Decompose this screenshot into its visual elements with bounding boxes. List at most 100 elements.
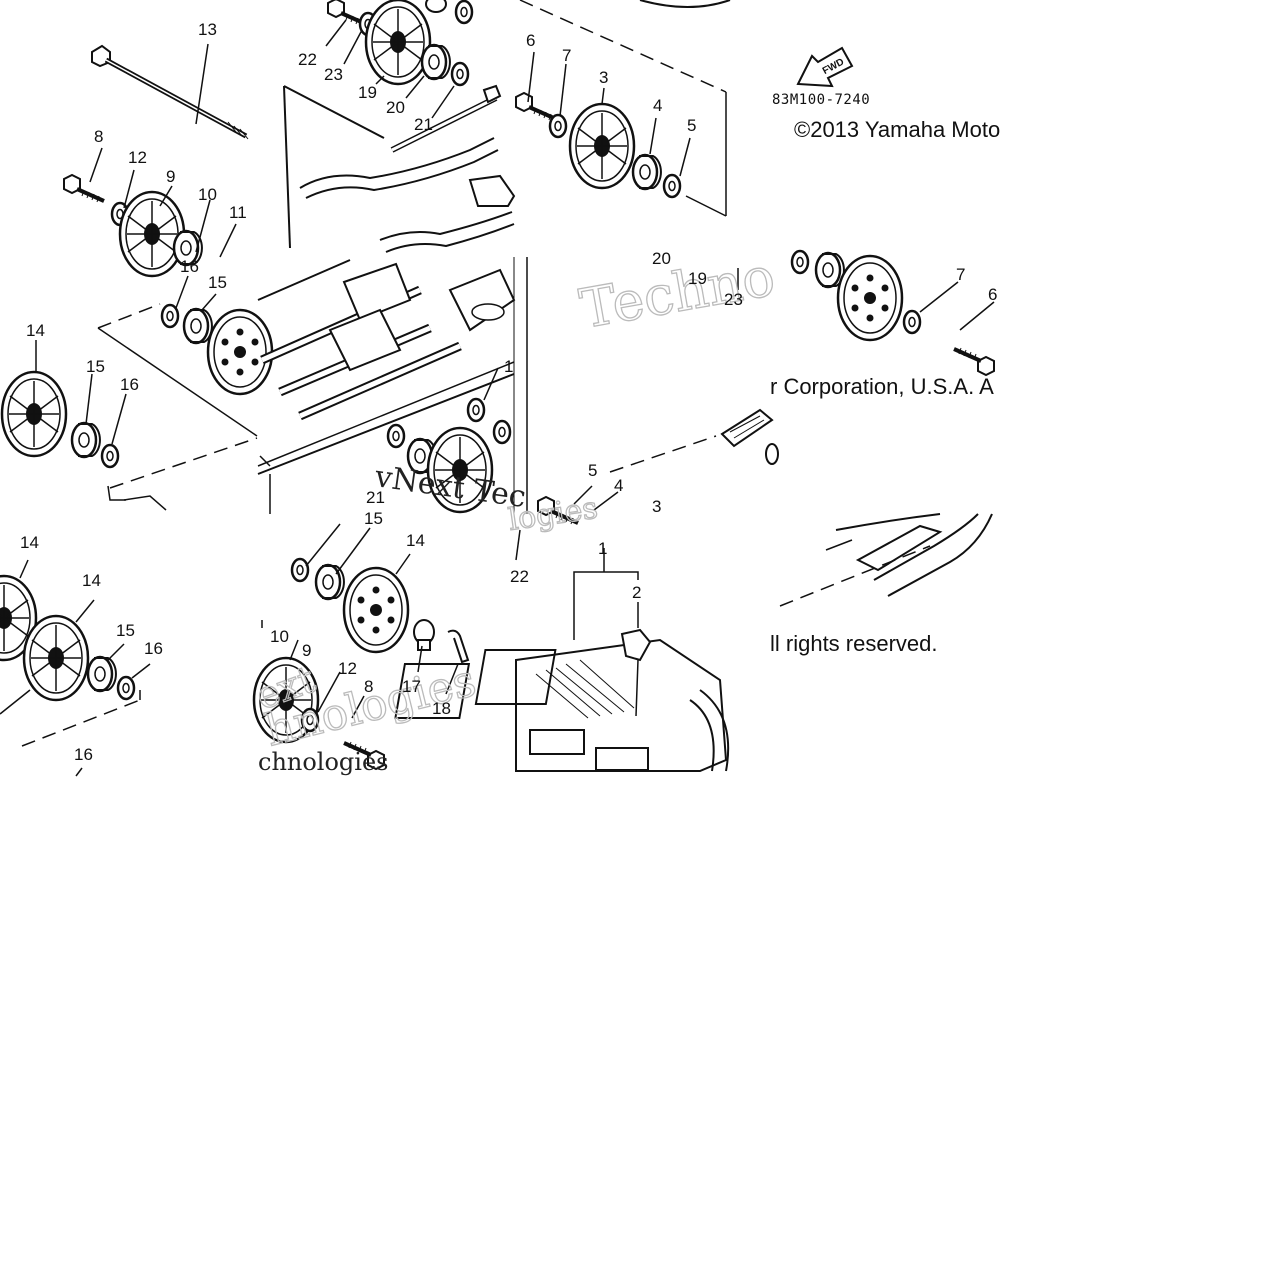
long-shaft-13: [91, 44, 249, 140]
bolt-8: [62, 173, 106, 204]
callout-21b: 21: [366, 488, 385, 507]
washer-16d: [290, 557, 310, 583]
clip-2: [620, 628, 652, 662]
callout-15b: 15: [86, 357, 105, 376]
callout-4b: 4: [614, 476, 623, 495]
wheel-14a: [0, 370, 68, 458]
callout-19b: 19: [688, 269, 707, 288]
callout-1a: 1: [504, 357, 513, 376]
callout-22b: 22: [510, 567, 529, 586]
callout-14c: 14: [82, 571, 101, 590]
bearing-15b: [182, 307, 214, 345]
callout-2: 2: [632, 583, 641, 602]
bolt-6: [514, 91, 558, 122]
washer-7: [548, 113, 568, 139]
part-code: 83M100-7240: [772, 92, 871, 108]
callout-16b: 16: [120, 375, 139, 394]
callout-8: 8: [94, 127, 103, 146]
tile-shaft-assembly: [62, 43, 249, 278]
copyright-line-2: r Corporation, U.S.A. A: [770, 374, 994, 399]
tile-right-frame: [536, 268, 774, 526]
tile-frame-center: [257, 257, 528, 514]
bearing-20: [420, 43, 452, 81]
callout-7: 7: [562, 46, 571, 65]
callout-22: 22: [298, 50, 317, 69]
callout-13: 13: [198, 20, 217, 39]
callout-5b: 5: [588, 461, 597, 480]
wheel-19: [364, 0, 432, 86]
washer-top-b: [790, 249, 810, 275]
callout-15a: 15: [208, 273, 227, 292]
tile-upper-frame: [283, 0, 516, 253]
wheel-14d: [22, 614, 90, 702]
callout-3b: 3: [652, 497, 661, 516]
callout-8b: 8: [364, 677, 373, 696]
washer-1a: [466, 397, 486, 423]
fwd-arrow-icon: FWD: [796, 46, 854, 88]
copyright-line-3: ll rights reserved.: [770, 631, 938, 656]
washer-21b: [386, 423, 406, 449]
watermark-text: Techno: [575, 245, 779, 341]
tile-track: [394, 529, 730, 772]
washer-7b: [902, 309, 922, 335]
callout-labels: 1322231920216734581291011161514151620192…: [20, 20, 997, 764]
callout-14b: 14: [20, 533, 39, 552]
callout-12: 12: [128, 148, 147, 167]
tile-front-wheel: [765, 249, 996, 465]
callout-16c: 16: [144, 639, 163, 658]
wheel-14e: [342, 566, 410, 654]
washer-16a: [100, 443, 120, 469]
callout-12b: 12: [338, 659, 357, 678]
pin-17: [413, 619, 435, 651]
callout-5: 5: [687, 116, 696, 135]
callout-20b: 20: [652, 249, 671, 268]
callout-1b: 1: [598, 539, 607, 558]
callout-23: 23: [324, 65, 343, 84]
callout-11: 11: [229, 203, 247, 222]
bearing-4: [631, 153, 663, 191]
wheel-14b: [206, 308, 274, 396]
wheel-3: [568, 102, 636, 190]
tile-left-wheels: [0, 275, 274, 511]
callout-6: 6: [526, 31, 535, 50]
washer-top: [454, 0, 474, 25]
callout-16a: 16: [180, 257, 199, 276]
tile-lower-left-wheels: [0, 559, 151, 777]
wheel-9: [118, 190, 186, 278]
callout-21: 21: [414, 115, 433, 134]
bolt-6c: [952, 346, 996, 377]
clip-18: [447, 629, 470, 664]
tile-track-edge: [779, 513, 993, 607]
callout-10: 10: [198, 185, 217, 204]
washer-16b: [160, 303, 180, 329]
callout-20: 20: [386, 98, 405, 117]
tile-rear-wheel: FWD: [514, 0, 854, 217]
callout-10b: 10: [270, 627, 289, 646]
tile-lower-center: [252, 523, 470, 771]
callout-3: 3: [599, 68, 608, 87]
callout-14a: 14: [26, 321, 45, 340]
callout-15d: 15: [364, 509, 383, 528]
callout-7b: 7: [956, 265, 965, 284]
washer-x: [492, 419, 512, 445]
callout-17: 17: [402, 677, 421, 696]
callout-23b: 23: [724, 290, 743, 309]
washer-21: [450, 61, 470, 87]
washer-16c: [116, 675, 136, 701]
callout-19: 19: [358, 83, 377, 102]
copyright-line-1: ©2013 Yamaha Moto: [794, 117, 1001, 142]
bearing-15c: [86, 655, 118, 693]
callout-9: 9: [166, 167, 175, 186]
callout-15c: 15: [116, 621, 135, 640]
callout-14d: 14: [406, 531, 425, 550]
wheel-front: [836, 254, 904, 342]
track-1: [394, 638, 730, 772]
callout-4: 4: [653, 96, 662, 115]
washer-5: [662, 173, 682, 199]
watermark-text: chnologies: [258, 748, 389, 776]
bearing-15a: [70, 421, 102, 459]
callout-18: 18: [432, 699, 451, 718]
callout-16d: 16: [74, 745, 93, 764]
